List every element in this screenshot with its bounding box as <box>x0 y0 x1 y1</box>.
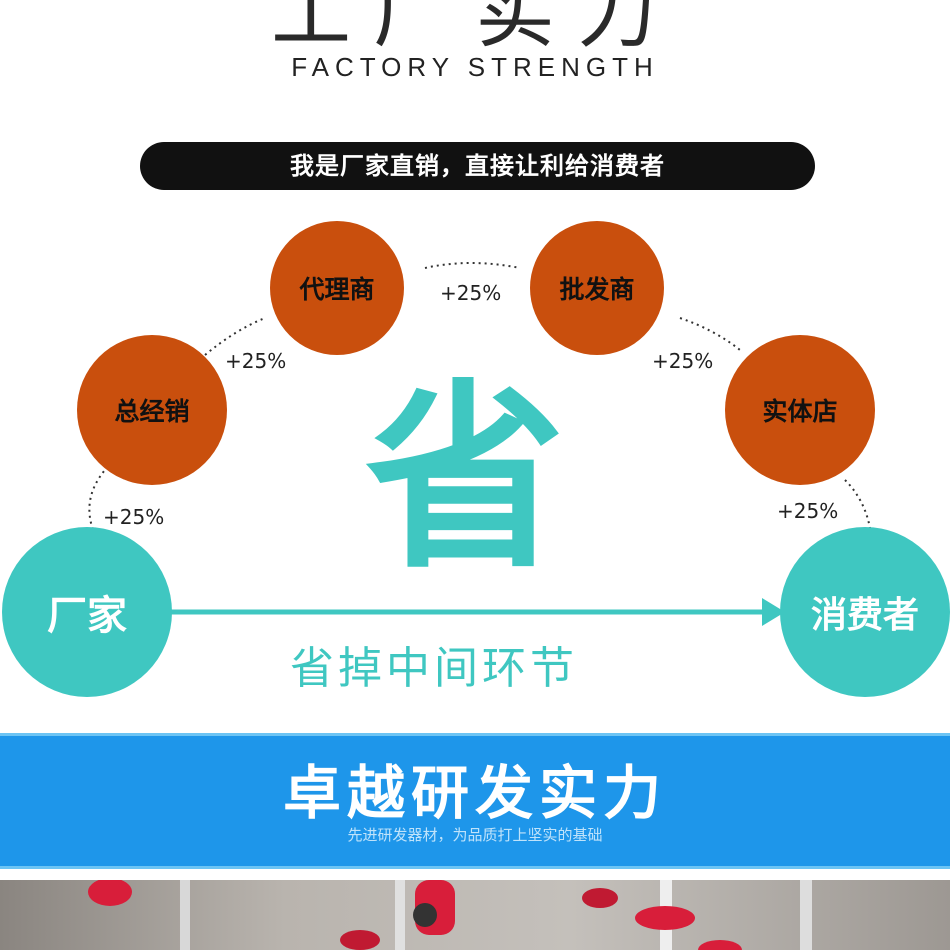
title-english: FACTORY STRENGTH <box>291 52 659 82</box>
rd-banner: 卓越研发实力 先进研发器材，为品质打上坚实的基础 <box>0 733 950 869</box>
node-consumer: 消费者 <box>780 527 950 697</box>
cut-middlemen-text: 省掉中间环节 <box>290 643 578 694</box>
node-retail-store: 实体店 <box>725 335 875 485</box>
equipment-photo <box>0 880 950 950</box>
banner-subtitle: 先进研发器材，为品质打上坚实的基础 <box>347 826 603 844</box>
markup-label: +25% <box>440 281 502 305</box>
node-agent: 代理商 <box>270 221 404 355</box>
slogan-pill: 我是厂家直销，直接让利给消费者 <box>140 142 815 190</box>
markup-label: +25% <box>652 349 714 373</box>
node-general-distributor: 总经销 <box>77 335 227 485</box>
equipment-illustration <box>88 880 812 950</box>
markup-label: +25% <box>777 499 839 523</box>
banner-title: 卓越研发实力 <box>282 759 667 827</box>
node-wholesaler: 批发商 <box>530 221 664 355</box>
title-chinese: 工厂实力 <box>271 0 679 59</box>
save-character: 省 <box>365 363 566 596</box>
markup-label: +25% <box>103 505 165 529</box>
node-factory: 厂家 <box>2 527 172 697</box>
markup-label: +25% <box>225 349 287 373</box>
